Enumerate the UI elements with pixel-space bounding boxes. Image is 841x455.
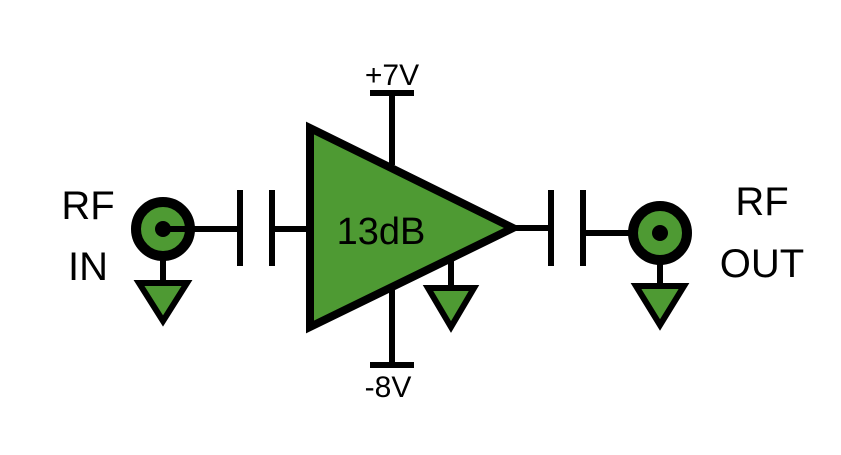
input-capacitor: [237, 190, 275, 266]
rf-out-ground-symbol: [630, 283, 690, 331]
amplifier-triangle: [306, 121, 523, 334]
negative-supply-label: -8V: [365, 371, 412, 404]
rf-out-connector: [628, 201, 692, 265]
positive-supply-label: +7V: [365, 59, 419, 92]
positive-supply: [370, 90, 414, 165]
negative-supply: [370, 290, 414, 368]
rf-in-ground-symbol: [133, 280, 193, 327]
amplifier-gain-label: 13dB: [337, 211, 426, 253]
rf-in-label-line2: IN: [68, 245, 108, 289]
amplifier-ground-symbol: [422, 285, 480, 333]
output-capacitor: [548, 190, 586, 266]
rf-out-label-line1: RF: [735, 180, 788, 224]
rf-out-connector-pin: [652, 225, 668, 241]
rf-out-label-line2: OUT: [720, 242, 804, 286]
rf-in-label-line1: RF: [61, 184, 114, 228]
